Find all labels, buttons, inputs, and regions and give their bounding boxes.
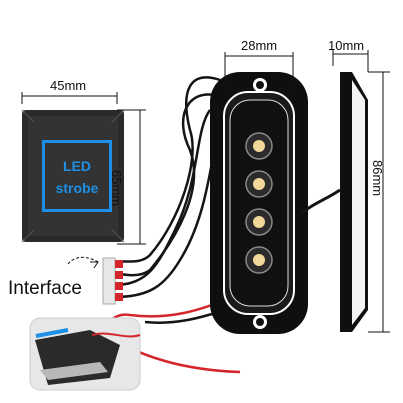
connector-plug — [102, 257, 123, 305]
box-width-label: 45mm — [50, 78, 87, 93]
strobe-light-side — [298, 72, 368, 332]
box-label-line1: LED — [63, 158, 91, 174]
strobe-light-front — [210, 72, 308, 334]
interface-arrow — [67, 256, 99, 265]
light-width-dimension — [224, 52, 294, 90]
box-dimension-lines — [21, 92, 146, 245]
arrow-head-icon — [90, 261, 99, 269]
led-array — [245, 132, 273, 274]
interface-label: Interface — [8, 278, 82, 299]
side-dimension-lines — [332, 50, 390, 333]
connector-inset — [29, 317, 141, 391]
light-height-label: 86mm — [370, 160, 385, 197]
box-label-line2: strobe — [55, 180, 99, 196]
depth-label: 10mm — [328, 38, 365, 53]
box-brand-label: LED strobe — [42, 140, 112, 212]
light-width-label: 28mm — [241, 38, 278, 53]
